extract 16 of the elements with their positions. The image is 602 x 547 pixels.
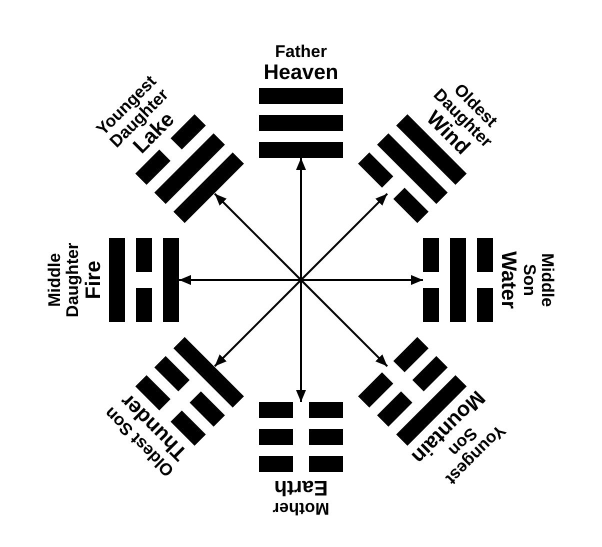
arrow [214,193,302,281]
arrow [179,275,301,285]
element-label: Heaven [264,61,338,84]
arrow [301,275,423,285]
element-label: Earth [274,476,328,499]
arrow [300,193,388,281]
relation-label: Father [275,43,327,61]
relation-label: Middle Daughter [46,242,82,320]
arrow [296,280,306,402]
relation-label: Mother [272,499,330,517]
element-label: Fire [82,260,105,300]
arrow [296,158,306,280]
relation-label: Middle Son [520,252,556,309]
element-label: Water [497,251,520,309]
arrow [214,279,302,367]
arrow [300,279,388,367]
